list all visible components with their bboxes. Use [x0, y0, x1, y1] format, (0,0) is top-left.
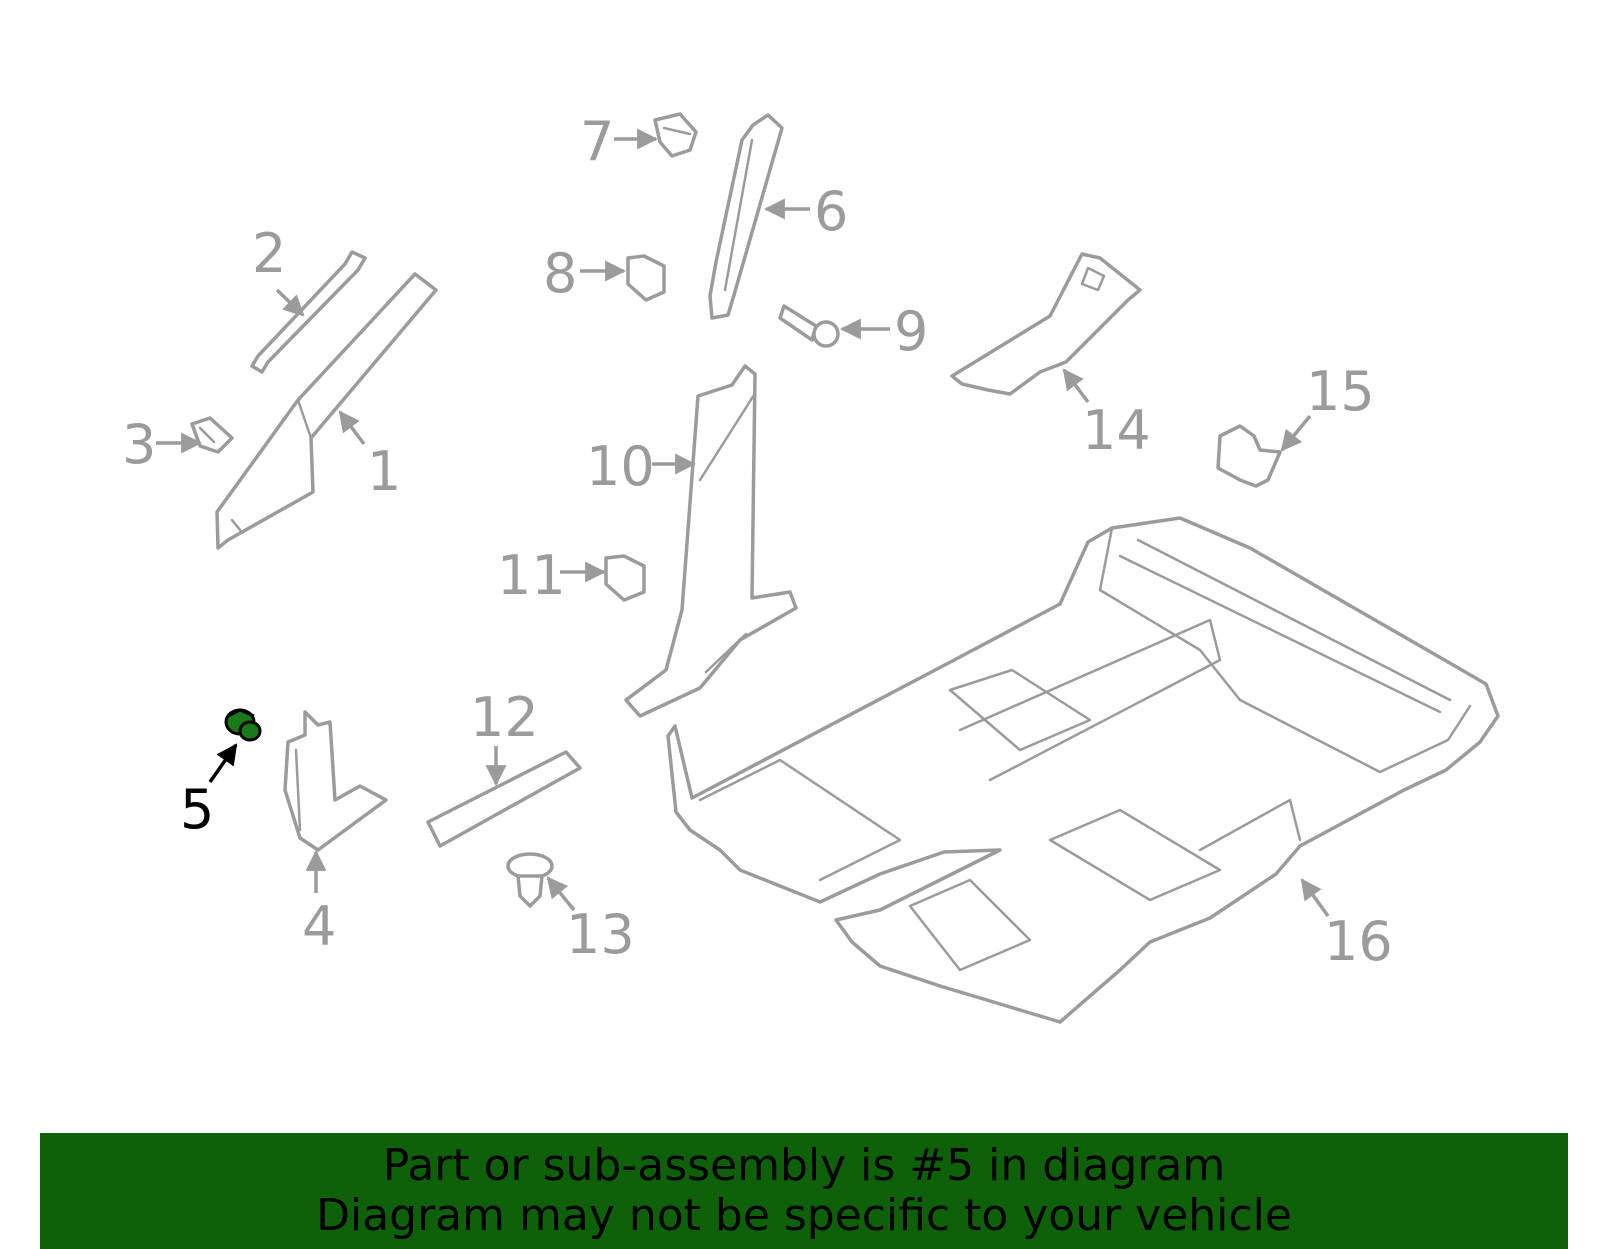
svg-text:13: 13: [566, 903, 635, 966]
part-14-quarter-trim[interactable]: [950, 252, 1142, 396]
part-11-clip[interactable]: [604, 554, 646, 602]
svg-text:7: 7: [580, 110, 614, 173]
callout-8: 8: [543, 242, 627, 305]
part-12-sill-strip[interactable]: [426, 750, 582, 848]
svg-text:5: 5: [180, 778, 214, 841]
part-9-bolt[interactable]: [778, 304, 840, 348]
svg-text:12: 12: [470, 686, 539, 749]
svg-text:3: 3: [122, 413, 156, 476]
banner-line-1: Part or sub-assembly is #5 in diagram: [382, 1140, 1226, 1191]
svg-text:10: 10: [586, 435, 655, 498]
svg-text:16: 16: [1324, 910, 1393, 973]
part-16-floor-carpet[interactable]: [666, 516, 1500, 1024]
part-15-bracket[interactable]: [1216, 424, 1282, 488]
callout-14: 14: [1062, 368, 1151, 462]
callout-4: 4: [302, 849, 336, 958]
callout-3: 3: [122, 413, 203, 476]
part-7-clip[interactable]: [653, 112, 698, 158]
info-banner: Part or sub-assembly is #5 in diagram Di…: [40, 1133, 1568, 1249]
callout-1: 1: [338, 410, 401, 503]
svg-text:11: 11: [497, 544, 566, 607]
callout-6: 6: [763, 180, 848, 243]
svg-text:14: 14: [1082, 399, 1151, 462]
banner-line-2: Diagram may not be specific to your vehi…: [316, 1190, 1292, 1241]
callout-15: 15: [1280, 360, 1375, 452]
part-5-clip[interactable]: [224, 708, 262, 742]
callout-5: 5: [180, 743, 238, 841]
svg-text:8: 8: [543, 242, 577, 305]
svg-text:4: 4: [302, 895, 336, 958]
svg-text:9: 9: [894, 300, 928, 363]
part-13-push-clip[interactable]: [506, 852, 554, 908]
part-4-kick-panel[interactable]: [283, 710, 388, 852]
svg-text:2: 2: [252, 222, 286, 285]
part-10-b-pillar-trim[interactable]: [624, 364, 798, 718]
callout-12: 12: [470, 686, 539, 787]
callout-7: 7: [580, 110, 659, 173]
callout-11: 11: [497, 544, 607, 607]
part-8-clip[interactable]: [626, 254, 666, 302]
part-1-a-pillar-trim[interactable]: [215, 272, 438, 550]
svg-text:6: 6: [814, 180, 848, 243]
svg-text:1: 1: [367, 440, 401, 503]
part-3-clip[interactable]: [190, 416, 234, 454]
callout-2: 2: [252, 222, 305, 317]
callout-9: 9: [839, 300, 928, 363]
callout-16: 16: [1300, 878, 1393, 973]
svg-text:15: 15: [1306, 360, 1375, 423]
part-2-rod[interactable]: [250, 250, 367, 374]
part-6-pillar-trim[interactable]: [708, 113, 784, 320]
callout-13: 13: [546, 876, 635, 966]
callout-10: 10: [586, 435, 697, 498]
